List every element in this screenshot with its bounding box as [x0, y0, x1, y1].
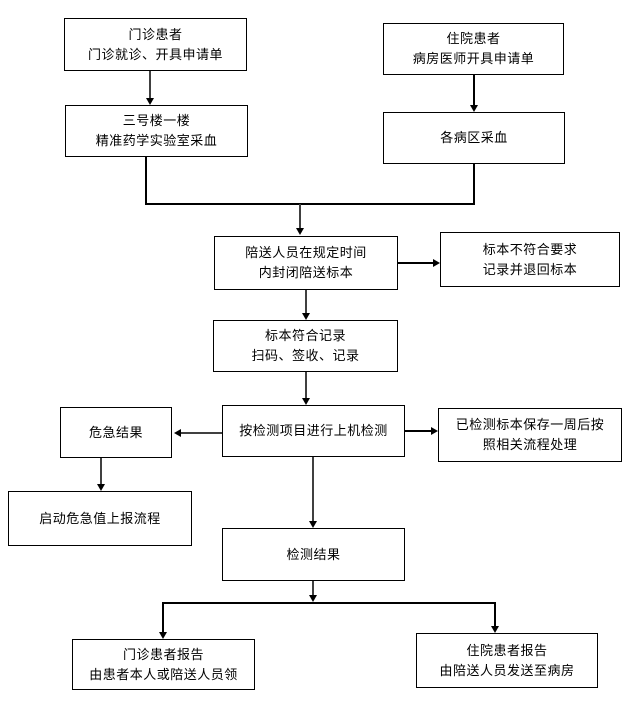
connector-escort-to-conforming [305, 290, 307, 313]
node-conforming-line2: 扫码、签收、记录 [251, 348, 360, 363]
node-outpatient-report: 门诊患者报告 由患者本人或陪送人员领 [72, 639, 255, 690]
node-outpatient-report-line2: 由患者本人或陪送人员领 [89, 666, 238, 682]
node-testing-line1: 按检测项目进行上机检测 [239, 423, 388, 438]
node-inpatient-line1: 住院患者 [446, 31, 501, 46]
node-inpatient: 住院患者 病房医师开具申请单 [383, 23, 564, 75]
node-escort: 陪送人员在规定时间 内封闭陪送标本 [214, 236, 398, 290]
node-ward-draw-line1: 各病区采血 [440, 130, 508, 145]
node-result: 检测结果 [222, 528, 405, 581]
node-critical-line1: 危急结果 [88, 424, 143, 440]
node-testing: 按检测项目进行上机检测 [222, 405, 405, 457]
connector-critical-to-critical-flow-arrowhead [97, 484, 105, 491]
node-inpatient-line2: 病房医师开具申请单 [412, 51, 535, 66]
connector-critical-to-critical-flow [100, 458, 102, 484]
node-critical-flow-line1: 启动危急值上报流程 [39, 510, 161, 526]
node-building3: 三号楼一楼 精准药学实验室采血 [65, 105, 248, 157]
connector-merge-horizontal-line [145, 203, 475, 205]
connector-merge-to-escort-arrowhead [296, 228, 304, 235]
connector-conforming-to-testing [305, 372, 307, 398]
connector-testing-to-critical-arrowhead [174, 429, 181, 437]
node-conforming-line1: 标本符合记录 [264, 328, 346, 343]
node-nonconforming-line1: 标本不符合要求 [482, 241, 578, 257]
connector-escort-to-conforming-arrowhead [302, 313, 310, 320]
connector-result-to-split-arrowhead [309, 595, 317, 602]
node-building3-line2: 精准药学实验室采血 [95, 133, 218, 148]
connector-testing-to-storage [405, 430, 431, 432]
connector-split-horizontal-line [163, 602, 496, 604]
node-outpatient-line1: 门诊患者 [128, 26, 183, 42]
node-escort-line1: 陪送人员在规定时间 [245, 245, 367, 260]
connector-conforming-to-testing-arrowhead [302, 398, 310, 405]
connector-outpatient-to-building3 [149, 71, 151, 98]
node-storage-line1: 已检测标本保存一周后按 [455, 417, 605, 432]
node-critical: 危急结果 [60, 407, 172, 458]
node-storage-line2: 照相关流程处理 [482, 437, 578, 452]
node-nonconforming-line2: 记录并退回标本 [482, 261, 578, 277]
node-outpatient-line2: 门诊就诊、开具申请单 [87, 46, 223, 62]
node-conforming: 标本符合记录 扫码、签收、记录 [213, 320, 398, 372]
node-inpatient-report-line2: 由陪送人员发送至病房 [439, 662, 575, 678]
connector-inpatient-to-ward-draw-arrowhead [470, 105, 478, 112]
node-nonconforming: 标本不符合要求 记录并退回标本 [440, 232, 620, 287]
connector-escort-to-nonconforming [398, 262, 433, 264]
connector-split-to-inpatient-report [494, 602, 496, 626]
connector-split-to-outpatient-report-arrowhead [159, 632, 167, 639]
node-escort-line2: 内封闭陪送标本 [258, 265, 354, 280]
connector-testing-to-result-arrowhead [309, 521, 317, 528]
node-outpatient: 门诊患者 门诊就诊、开具申请单 [64, 18, 247, 71]
connector-inpatient-to-ward-draw [473, 75, 475, 105]
connector-split-to-inpatient-report-arrowhead [491, 626, 499, 633]
connector-outpatient-to-building3-arrowhead [146, 98, 154, 105]
connector-split-to-outpatient-report [162, 602, 164, 632]
connector-escort-to-nonconforming-arrowhead [433, 259, 440, 267]
connector-result-to-split [312, 581, 314, 596]
node-outpatient-report-line1: 门诊患者报告 [122, 646, 204, 662]
node-storage: 已检测标本保存一周后按 照相关流程处理 [438, 408, 622, 462]
node-building3-line1: 三号楼一楼 [122, 113, 191, 128]
connector-testing-to-result [312, 457, 314, 521]
connector-merge-left-line [145, 157, 147, 204]
node-ward-draw: 各病区采血 [383, 112, 565, 164]
connector-testing-to-critical [181, 432, 222, 434]
node-critical-flow: 启动危急值上报流程 [8, 491, 192, 546]
connector-merge-to-escort [299, 204, 301, 228]
connector-merge-right-line [473, 164, 475, 204]
node-result-line1: 检测结果 [286, 546, 341, 562]
node-inpatient-report-line1: 住院患者报告 [466, 642, 548, 658]
node-inpatient-report: 住院患者报告 由陪送人员发送至病房 [416, 633, 598, 688]
connector-testing-to-storage-arrowhead [431, 427, 438, 435]
